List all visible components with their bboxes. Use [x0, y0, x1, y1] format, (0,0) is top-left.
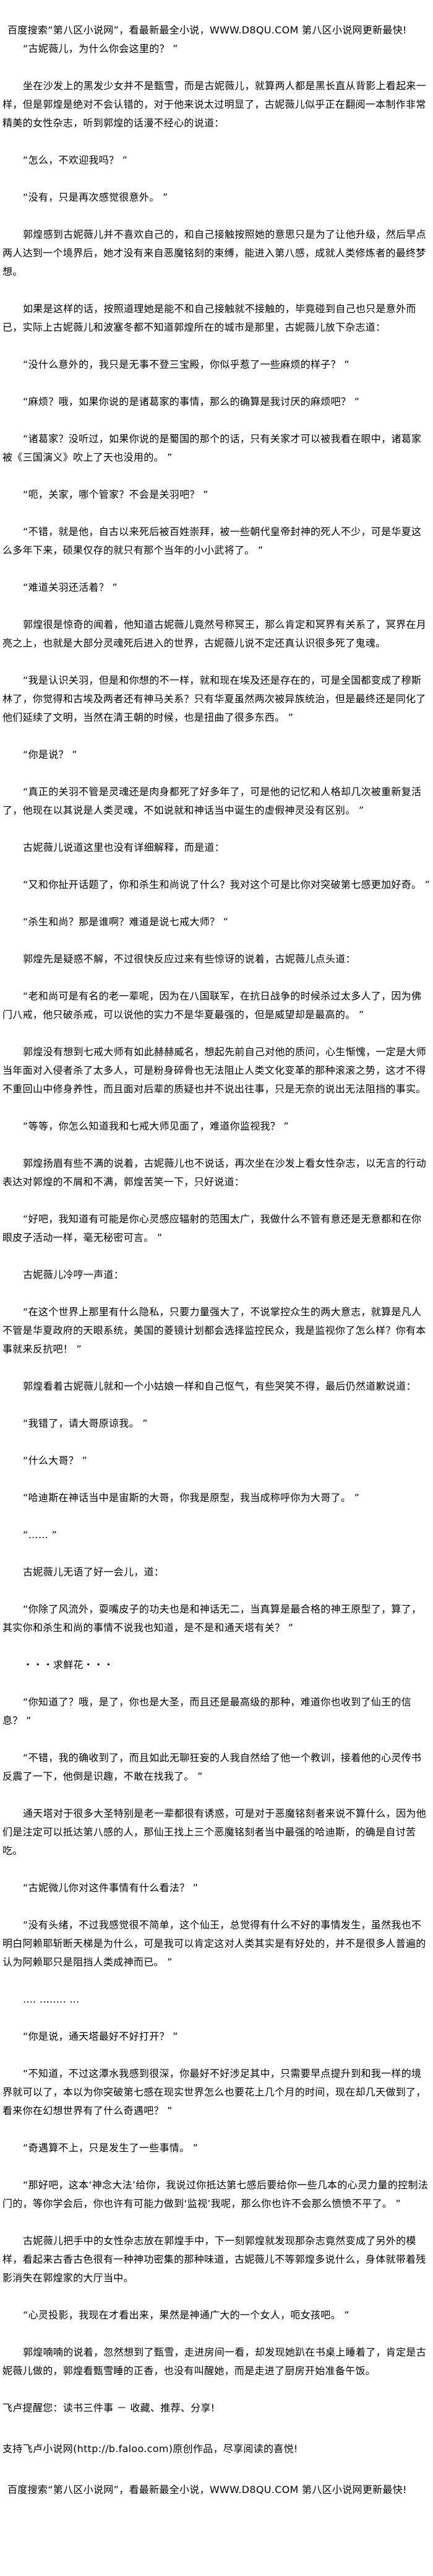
site-banner-top: 百度搜索“第八区小说网”，看最新最全小说，WWW.D8QU.COM 第八区小说网…: [7, 24, 407, 36]
story-paragraph: 古妮薇儿把手中的女性杂志放在郭煌手中，下一刻郭煌就发现那杂志竟然变成了另外的模样…: [2, 2235, 426, 2284]
story-paragraph: 郭煌看着古妮薇儿就和一个小姑娘一样和自己怄气，有些哭笑不得，最后仍然道歉说道：: [23, 1380, 416, 1392]
story-paragraph: “在这个世界上那里有什么隐私，只要力量强大了，不说掌控众生的两大意志，就算是凡人…: [2, 1306, 426, 1355]
story-paragraph: “等等，你怎么知道我和七戒大师见面了，难道你监视我？ ”: [23, 1120, 289, 1132]
story-paragraph: “又和你扯开话题了，你和杀生和尚说了什么？我对这个可是比你对突破第七感更加好奇。…: [23, 879, 431, 890]
story-paragraph: “杀生和尚？那是谁啊？难道是说七戒大师？ ”: [23, 916, 229, 928]
story-paragraph: 郭煌很是惊奇的闻着，他知道古妮薇儿竟然号称冥王，那么肯定和冥界有关系了，冥界在月…: [2, 619, 427, 649]
story-paragraph: 坐在沙发上的黑发少女并不是甄雪，而是古妮薇儿，就算两人都是黑长直从背影上看起来一…: [2, 80, 427, 129]
story-paragraph: 郭煌喃喃的说着，忽然想到了甄雪，走进房间一看，却发现她趴在书桌上睡着了，肯定是古…: [2, 2346, 427, 2377]
story-paragraph: “那好吧，这本‘神念大法’给你，我说过你抵达第七感后要给你一些几本的心灵力量的控…: [2, 2179, 429, 2209]
story-paragraph: “奇遇算不上，只是发生了一些事情。 ”: [23, 2142, 199, 2154]
story-paragraph: .... ........ ...: [23, 1993, 80, 2005]
story-paragraph: “心灵投影，我现在才看出来，果然是神通广大的一个女人，呃女孩吧。 ”: [23, 2309, 349, 2321]
footer-reminder: 飞卢提醒您：读书三件事 － 收藏、推荐、分享!: [2, 2402, 215, 2414]
story-paragraph: “呃，关家，哪个管家？不会是关羽吧？ ”: [23, 489, 208, 500]
story-paragraph: “没什么意外的，我只是无事不登三宝殿，你似乎惹了一些麻烦的样子？ ”: [23, 359, 349, 370]
chapter-body: “古妮薇儿，为什么你会这里的？ ” 坐在沙发上的黑发少女并不是甄雪，而是古妮薇儿，…: [2, 40, 431, 2380]
story-paragraph: “好吧，我知道有可能是你心灵感应辐射的范围太广，我做什么不管有意还是无意都和在你…: [2, 1213, 422, 1243]
story-paragraph: “诸葛家？没听过，如果你说的是蜀国的那个的话，只有关家才可以被我看在眼中，诸葛家…: [2, 433, 422, 463]
story-paragraph: “古妮微儿你对这件事情有什么看法？ ”: [23, 1882, 199, 1894]
story-paragraph: “没有头绪，不过我感觉很不简单，这个仙王，总觉得有什么不好的事情发生，虽然我也不…: [2, 1919, 426, 1968]
story-paragraph: “难道关羽还活着？ ”: [23, 581, 118, 593]
story-paragraph: 古妮薇儿无语了好一会儿，道：: [23, 1566, 165, 1578]
story-paragraph: “怎么，不欢迎我吗？ ”: [23, 154, 128, 166]
story-paragraph: “你除了风流外，耍嘴皮子的功夫也是和神话无二，当真算是最合格的神王原型了，算了，…: [2, 1603, 422, 1634]
story-paragraph: 郭煌感到古妮薇儿并不喜欢自己的，和自己接触按照她的意思只是为了让他升级，然后早点…: [2, 228, 427, 277]
story-paragraph: 如果是这样的话，按照道理她是能不和自己接触就不接触的，毕竟碰到自己也只是意外而已…: [2, 303, 416, 333]
story-paragraph: “麻烦？哦，如果你说的是诸葛家的事情，那么的确算是我讨厌的麻烦吧？ ”: [23, 396, 360, 407]
story-paragraph: 郭煌没有想到七戒大师有如此赫赫威名，想起先前自己对他的质问，心生惭愧，一定是大师…: [2, 1046, 427, 1095]
story-paragraph: 郭煌先是疑惑不解，不过很快反应过来有些惊讶的说着，古妮薇儿点头道：: [23, 953, 356, 965]
story-paragraph: “什么大哥？ ”: [23, 1455, 88, 1466]
story-paragraph: 通天塔对于很多大圣特别是老一辈都很有诱惑，可是对于恶魔铭刻者来说不算什么，因为他…: [2, 1808, 427, 1856]
story-paragraph: ・・・求鲜花・・・: [23, 1659, 114, 1671]
story-paragraph: “不错，就是他，自古以来死后被百姓崇拜，被一些朝代皇帝封神的死人不少，可是华夏这…: [2, 526, 422, 556]
story-paragraph: “你知道了？哦，是了，你也是大圣，而且还是最高级的那种，难道你也收到了仙王的信息…: [2, 1696, 411, 1726]
story-paragraph: 郭煌扬眉有些不满的说着，古妮薇儿也不说话，再次坐在沙发上看女性杂志，以无言的行动…: [2, 1157, 427, 1188]
story-paragraph: “…… ”: [23, 1529, 58, 1541]
story-paragraph: “我错了，请大哥原谅我。 ”: [23, 1417, 148, 1429]
footer-support: 支持飞卢小说网(http://b.faloo.com)原创作品，尽享阅读的喜悦!: [2, 2443, 298, 2455]
story-paragraph: “你是说，通天塔最好不好打开？ ”: [23, 2030, 178, 2042]
story-paragraph: 古妮薇儿说道这里也没有详细解释，而是道：: [23, 842, 225, 853]
story-paragraph: “古妮薇儿，为什么你会这里的？ ”: [23, 43, 178, 54]
story-paragraph: “没有，只是再次感觉很意外。 ”: [23, 191, 168, 203]
site-banner-bottom: 百度搜索“第八区小说网”，看最新最全小说，WWW.D8QU.COM 第八区小说网…: [7, 2484, 407, 2496]
chapter-page: 百度搜索“第八区小说网”，看最新最全小说，WWW.D8QU.COM 第八区小说网…: [2, 24, 431, 2496]
story-paragraph: 古妮薇儿冷哼一声道：: [23, 1269, 124, 1281]
story-paragraph: “不知道，不过这潭水我感到很深，你最好不好涉足其中，只需要早点提升到和我一样的境…: [2, 2068, 426, 2117]
story-paragraph: “真正的关羽不管是灵魂还是肉身都死了好多年了，可是他的记忆和人格却几次被重新复活…: [2, 786, 422, 816]
story-paragraph: “你是说？ ”: [23, 749, 77, 760]
story-paragraph: “哈迪斯在神话当中是宙斯的大哥，你我是原型，我当成称呼你为大哥了。 ”: [23, 1492, 360, 1503]
story-paragraph: “不错，我的确收到了，而且如此无聊狂妄的人我自然给了他一个教训，接着他的心灵传书…: [2, 1752, 422, 1782]
story-paragraph: “我是认识关羽，但是和你想的不一样，就和现在埃及还是存在的，可是全国都变成了穆斯…: [2, 674, 426, 723]
story-paragraph: “老和尚可是有名的老一辈呢，因为在八国联军，在抗日战争的时候杀过太多人了，因为佛…: [2, 990, 422, 1020]
